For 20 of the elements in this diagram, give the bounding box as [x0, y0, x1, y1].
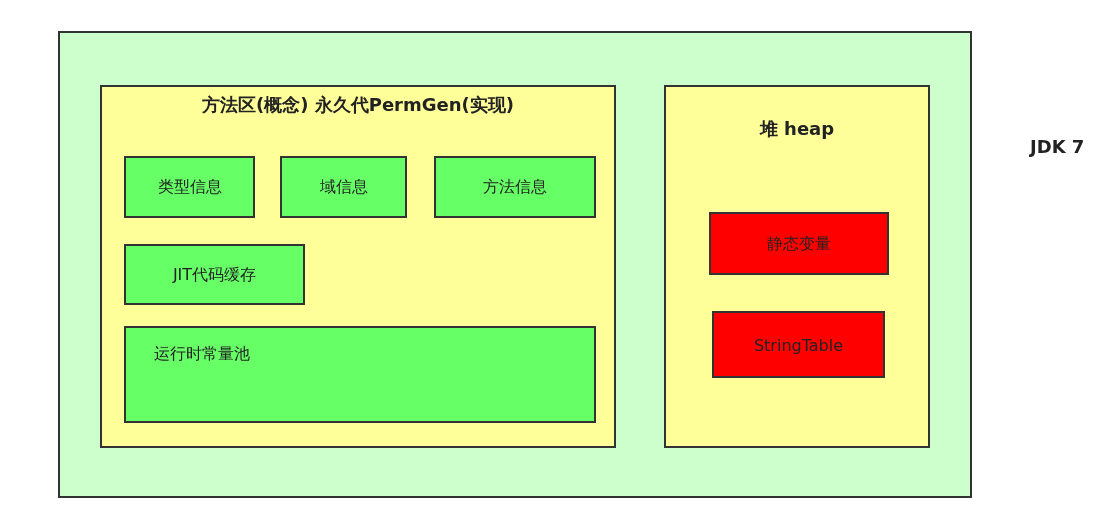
version-label: JDK 7: [1030, 136, 1085, 157]
content-box: [709, 212, 889, 275]
label: 域信息: [318, 176, 369, 198]
content-box: [124, 156, 255, 218]
heap-box: [664, 85, 930, 448]
label: 静态变量: [766, 233, 832, 254]
content-box: [124, 326, 596, 423]
method-area-box: [100, 85, 616, 448]
heading: 方法区(概念) 永久代PermGen(实现): [202, 93, 514, 117]
label: 方法信息: [482, 176, 548, 198]
label: JIT代码缓存: [171, 264, 258, 285]
label: 类型信息: [156, 176, 223, 198]
content-box: [434, 156, 596, 218]
label: StringTable: [752, 335, 845, 354]
outer-container-box: [58, 31, 972, 498]
content-box: [124, 244, 305, 305]
heading: 堆 heap: [758, 117, 836, 141]
label: 运行时常量池: [154, 344, 250, 365]
content-box: [712, 311, 885, 378]
content-box: [280, 156, 407, 218]
